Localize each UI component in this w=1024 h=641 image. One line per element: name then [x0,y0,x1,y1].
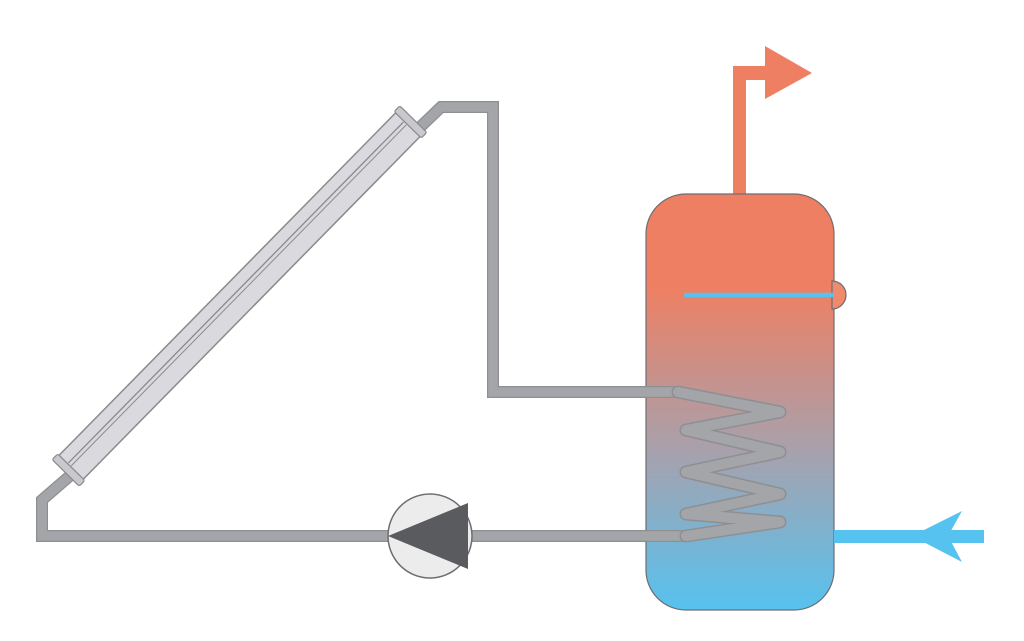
circulation-pump-icon [387,493,473,579]
solar-collector-icon [52,106,427,486]
hot-water-outlet-arrow-icon [733,46,812,194]
collector-return-pipe [409,101,680,398]
cold-water-inlet-arrow-icon [834,511,984,562]
heat-exchanger-coil-icon [671,385,787,543]
collector-supply-pipe [36,469,686,542]
temperature-sensor-icon [683,280,847,310]
